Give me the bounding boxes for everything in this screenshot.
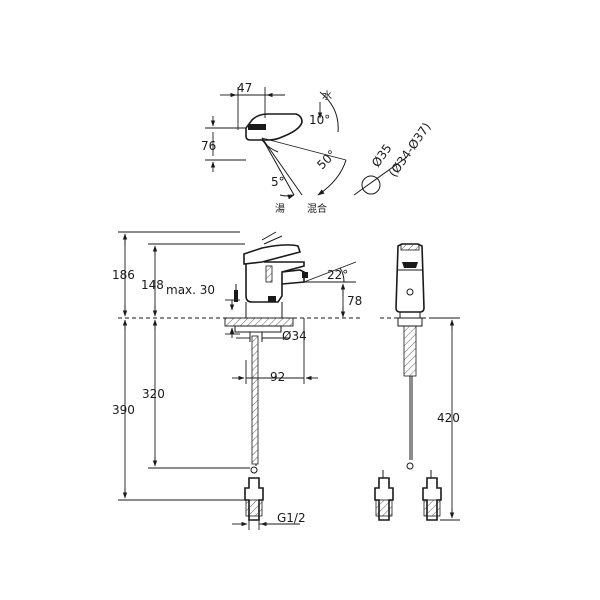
dim-320-label: 320 xyxy=(142,387,165,401)
cold-label: 水 xyxy=(322,90,332,102)
hole-34-label: Ø34 xyxy=(282,329,307,343)
dim-reach-92: 92 xyxy=(232,318,318,384)
dim-thread: G1/2 xyxy=(232,511,306,530)
dim-height-148: 148 xyxy=(141,243,245,317)
dim-420-label: 420 xyxy=(437,411,460,425)
dim-47-label: 47 xyxy=(237,81,252,95)
angle-5-label: 5° xyxy=(271,175,285,189)
dim-length-420: 420 xyxy=(430,317,460,521)
mix-label: 混合 xyxy=(307,202,327,215)
under-counter: Ø34 xyxy=(234,325,307,521)
side-fittings xyxy=(374,470,442,521)
dim-148-label: 148 xyxy=(141,278,164,292)
handle-top-outline xyxy=(245,113,303,153)
dim-390-label: 390 xyxy=(112,403,135,417)
dim-length-320: 320 xyxy=(142,319,250,469)
dim-height-186: 186 xyxy=(112,231,240,317)
spout-angle-label: 22° xyxy=(327,268,348,282)
dim-max-30: max. 30 xyxy=(166,283,240,338)
countertop-section xyxy=(224,317,294,327)
faucet-body xyxy=(234,231,308,318)
dim-186-label: 186 xyxy=(112,268,135,282)
top-view: 47 76 水 10° 50° 5° xyxy=(201,81,434,215)
dim-width-47: 47 xyxy=(220,81,285,130)
hot-label: 湯 xyxy=(275,202,285,215)
spout-78-label: 78 xyxy=(347,294,362,308)
angle-10-label: 10° xyxy=(309,113,330,127)
mounting-hole-symbol: Ø35 (Ø34-Ø37) xyxy=(353,120,434,196)
dim-spout: 22° 78 xyxy=(303,261,362,318)
side-body xyxy=(395,243,425,470)
dim-76-label: 76 xyxy=(201,139,216,153)
reach-92-label: 92 xyxy=(270,370,285,384)
dim-depth-76: 76 xyxy=(201,116,246,172)
max-30-label: max. 30 xyxy=(166,283,215,297)
angle-50-label: 50° xyxy=(314,147,339,172)
rotation-lines xyxy=(261,91,347,200)
front-view: 186 148 max. 30 xyxy=(112,231,362,530)
dim-length-390: 390 xyxy=(112,319,244,501)
side-view: 420 xyxy=(374,243,460,521)
thread-label: G1/2 xyxy=(277,511,306,525)
